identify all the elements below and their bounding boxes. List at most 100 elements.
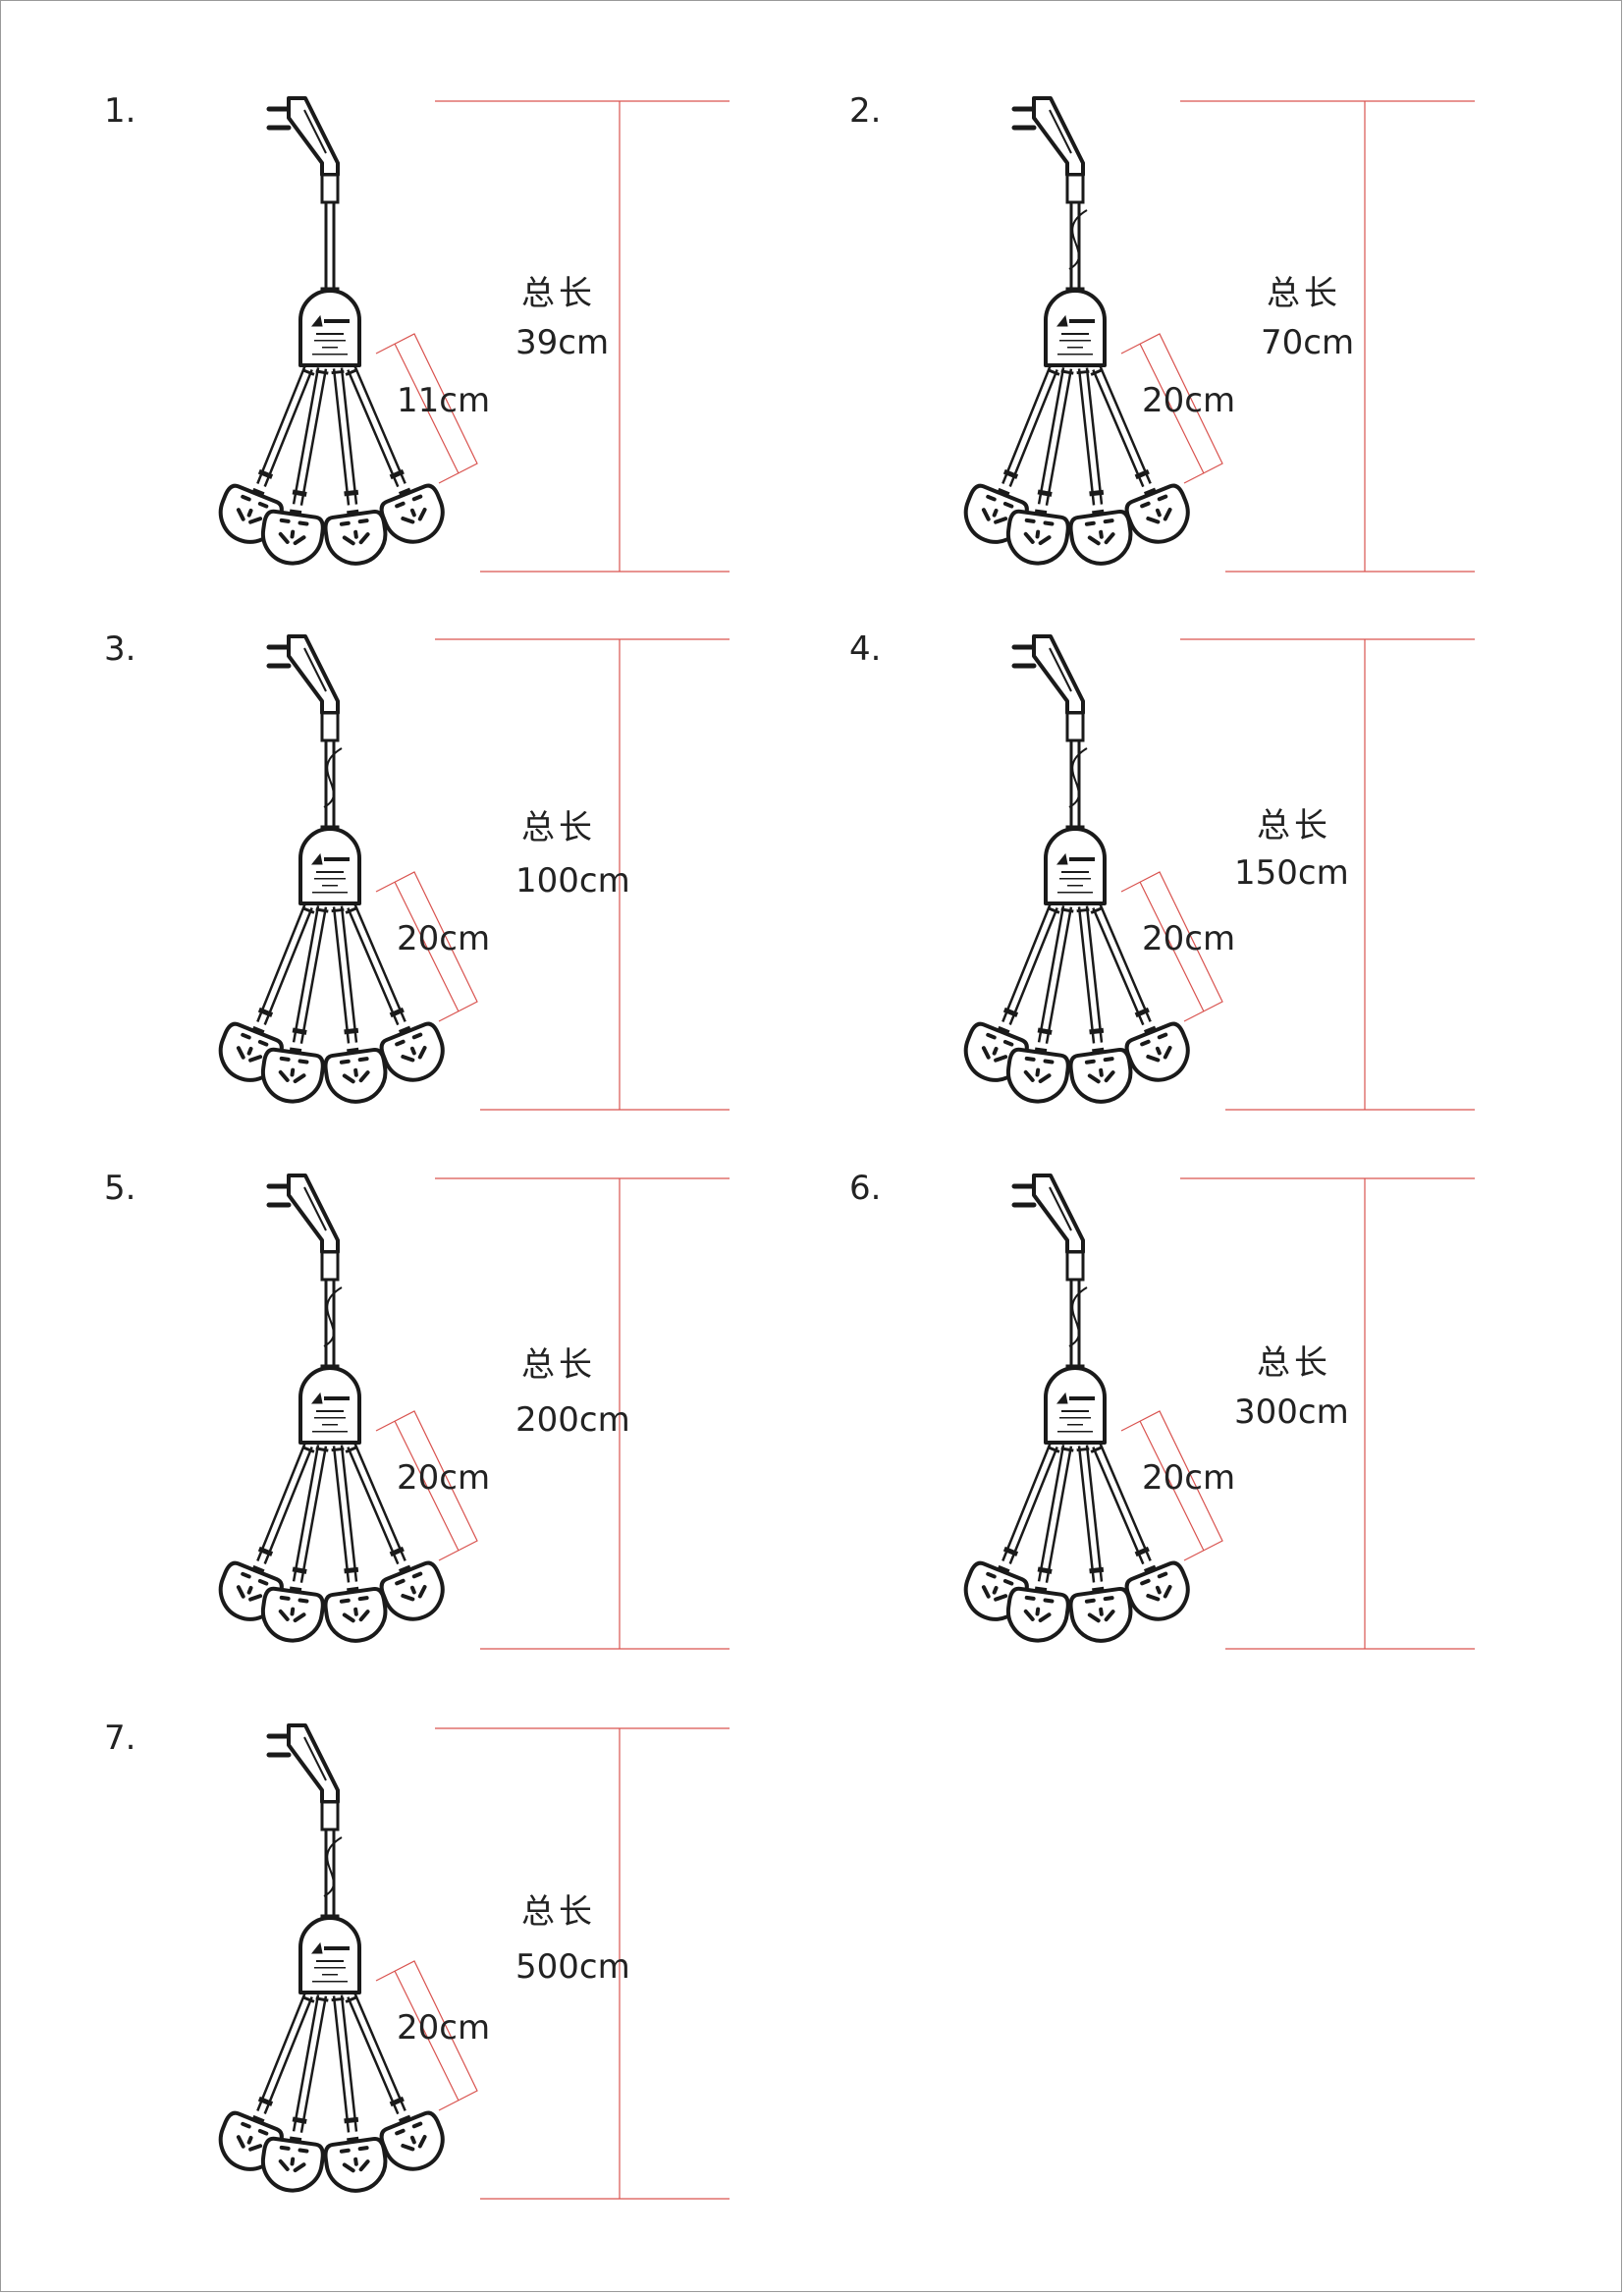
branch-cords xyxy=(256,1443,406,1583)
branch-dimension-bracket xyxy=(375,1960,478,2111)
panel-number: 5. xyxy=(104,1169,136,1208)
main-cord xyxy=(324,740,336,835)
plug-icon xyxy=(266,96,340,204)
socket-icon xyxy=(1005,1047,1070,1104)
branch-cords xyxy=(1001,1443,1152,1583)
total-length-label: 总长 xyxy=(521,1892,596,1932)
hub-icon xyxy=(298,287,361,367)
cable-break-icon xyxy=(323,1836,343,1897)
hub-icon xyxy=(1044,825,1107,905)
socket-icon xyxy=(323,2136,388,2193)
branch-length-label: 11cm xyxy=(397,381,491,420)
panel-number: 1. xyxy=(104,91,136,131)
socket-icon xyxy=(1068,1586,1133,1643)
branch-dimension-bracket xyxy=(375,871,478,1022)
socket-icon xyxy=(1068,509,1133,566)
power-strip-drawing xyxy=(963,1174,1475,1650)
main-cord xyxy=(1069,740,1081,835)
panel-number: 2. xyxy=(849,91,882,131)
total-length-value: 100cm xyxy=(515,861,630,901)
panel-2: 2. 总长 70cm 20cm xyxy=(849,94,1556,585)
panel-1: 1. 总长 39cm 11cm xyxy=(104,94,811,585)
cable-break-icon xyxy=(1068,209,1088,270)
branch-cords xyxy=(1001,365,1152,506)
hub-icon xyxy=(298,1364,361,1445)
total-length-label: 总长 xyxy=(1257,806,1331,846)
plug-icon xyxy=(266,634,340,742)
socket-icon xyxy=(260,2136,325,2193)
power-strip-drawing xyxy=(218,1723,730,2200)
socket-icon xyxy=(260,509,325,566)
total-length-value: 150cm xyxy=(1234,853,1349,893)
panel-number: 4. xyxy=(849,629,882,669)
socket-icon xyxy=(1124,1021,1190,1082)
branch-dimension-bracket xyxy=(375,333,478,484)
total-length-value: 70cm xyxy=(1261,323,1355,362)
plug-icon xyxy=(266,1174,340,1282)
power-strip-drawing xyxy=(963,634,1475,1111)
socket-icon xyxy=(1068,1047,1133,1104)
main-cord xyxy=(324,202,336,297)
total-length-label: 总长 xyxy=(1267,274,1341,313)
branch-length-label: 20cm xyxy=(1142,381,1236,420)
cable-break-icon xyxy=(323,1286,343,1347)
socket-icon xyxy=(260,1586,325,1643)
power-strip-drawing xyxy=(963,96,1475,573)
socket-icon xyxy=(323,1047,388,1104)
socket-icon xyxy=(379,483,445,544)
total-length-value: 39cm xyxy=(515,323,610,362)
socket-icon xyxy=(379,2110,445,2171)
panel-5: 5. 总长 200cm 20cm xyxy=(104,1172,811,1663)
socket-icon xyxy=(1005,1586,1070,1643)
plug-icon xyxy=(1011,634,1085,742)
socket-icon xyxy=(323,1586,388,1643)
power-strip-drawing xyxy=(218,634,730,1111)
branch-dimension-bracket xyxy=(1120,871,1223,1022)
panel-7: 7. 总长 500cm 20cm xyxy=(104,1721,811,2212)
hub-icon xyxy=(1044,1364,1107,1445)
main-cord xyxy=(1069,1280,1081,1374)
panel-number: 6. xyxy=(849,1169,882,1208)
socket-icon xyxy=(260,1047,325,1104)
branch-cords xyxy=(256,1993,406,2133)
branch-dimension-bracket xyxy=(375,1410,478,1561)
main-cord xyxy=(1069,202,1081,297)
socket-icon xyxy=(1124,483,1190,544)
branch-length-label: 20cm xyxy=(397,1458,491,1498)
cable-break-icon xyxy=(1068,747,1088,808)
plug-icon xyxy=(266,1723,340,1831)
cable-break-icon xyxy=(1068,1286,1088,1347)
total-length-label: 总长 xyxy=(521,808,596,847)
branch-dimension-bracket xyxy=(1120,1410,1223,1561)
total-length-label: 总长 xyxy=(1257,1343,1331,1383)
socket-icon xyxy=(379,1021,445,1082)
branch-cords xyxy=(256,903,406,1044)
socket-icon xyxy=(379,1560,445,1621)
socket-icon xyxy=(323,509,388,566)
branch-length-label: 20cm xyxy=(397,2008,491,2048)
branch-length-label: 20cm xyxy=(1142,1458,1236,1498)
panel-number: 7. xyxy=(104,1719,136,1758)
socket-icon xyxy=(1124,1560,1190,1621)
total-length-label: 总长 xyxy=(521,274,596,313)
cable-break-icon xyxy=(323,747,343,808)
total-length-value: 200cm xyxy=(515,1400,630,1440)
main-cord xyxy=(324,1830,336,1924)
power-strip-drawing xyxy=(218,96,730,573)
plug-icon xyxy=(1011,1174,1085,1282)
hub-icon xyxy=(298,825,361,905)
main-cord xyxy=(324,1280,336,1374)
socket-icon xyxy=(1005,509,1070,566)
panel-4: 4. 总长 150cm 20cm xyxy=(849,632,1556,1123)
total-length-value: 300cm xyxy=(1234,1393,1349,1432)
total-length-label: 总长 xyxy=(521,1345,596,1385)
branch-length-label: 20cm xyxy=(397,919,491,958)
hub-icon xyxy=(298,1914,361,1994)
branch-dimension-bracket xyxy=(1120,333,1223,484)
plug-icon xyxy=(1011,96,1085,204)
hub-icon xyxy=(1044,287,1107,367)
panel-number: 3. xyxy=(104,629,136,669)
branch-length-label: 20cm xyxy=(1142,919,1236,958)
panel-6: 6. 总长 300cm 20cm xyxy=(849,1172,1556,1663)
